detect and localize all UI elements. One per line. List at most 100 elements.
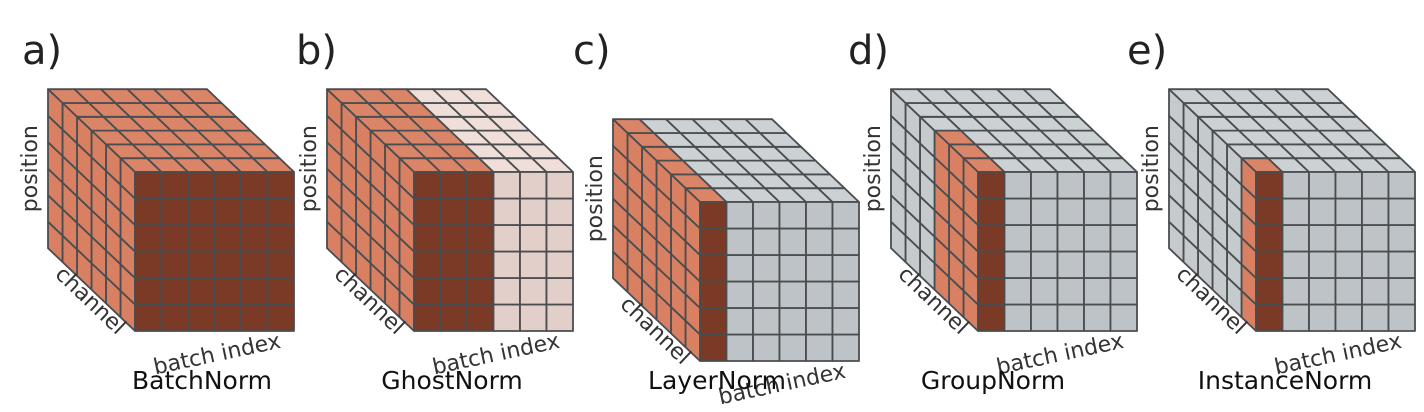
front-cell: [831, 201, 860, 230]
highlighted-front-cell: [413, 224, 442, 253]
highlighted-front-cell: [439, 303, 468, 332]
ghost-front-cell: [545, 197, 574, 226]
ghost-front-cell: [492, 171, 521, 200]
front-cell: [1334, 250, 1363, 279]
ghost-front-cell: [492, 303, 521, 332]
highlighted-front-cell: [240, 303, 269, 332]
front-cell: [1056, 303, 1085, 332]
ghost-top-cell: [458, 88, 502, 104]
highlighted-front-cell: [266, 224, 295, 253]
highlighted-front-cell: [1255, 303, 1284, 332]
front-cell: [1334, 277, 1363, 306]
ghost-front-cell: [545, 303, 574, 332]
front-cell: [1281, 277, 1310, 306]
highlighted-front-cell: [977, 197, 1006, 226]
panel-letter: b): [296, 28, 337, 74]
ghost-front-cell: [519, 277, 548, 306]
front-cell: [1334, 197, 1363, 226]
front-cell: [805, 227, 834, 256]
front-cell: [1281, 303, 1310, 332]
front-cell: [1281, 171, 1310, 200]
front-cell: [1056, 224, 1085, 253]
side-cell: [890, 88, 907, 131]
panel-letter: a): [22, 28, 62, 74]
highlighted-front-cell: [439, 250, 468, 279]
tensor-cube: [890, 88, 1138, 332]
front-cell: [752, 333, 781, 362]
ghost-front-cell: [545, 224, 574, 253]
front-cell: [1083, 171, 1112, 200]
front-cell: [1056, 277, 1085, 306]
highlighted-front-cell: [134, 277, 163, 306]
front-cell: [1387, 224, 1416, 253]
highlighted-front-cell: [160, 303, 189, 332]
highlighted-front-cell: [187, 171, 216, 200]
highlighted-front-cell: [134, 171, 163, 200]
front-cell: [805, 333, 834, 362]
front-cell: [725, 254, 754, 283]
front-cell: [1308, 250, 1337, 279]
method-label: InstanceNorm: [1198, 366, 1373, 395]
highlighted-front-cell: [240, 224, 269, 253]
side-cell: [1168, 88, 1185, 131]
front-cell: [831, 333, 860, 362]
highlighted-front-cell: [213, 224, 242, 253]
highlighted-front-cell: [187, 277, 216, 306]
highlighted-front-cell: [213, 303, 242, 332]
front-cell: [1003, 303, 1032, 332]
ghost-front-cell: [519, 250, 548, 279]
front-cell: [1387, 171, 1416, 200]
highlighted-front-cell: [160, 171, 189, 200]
highlighted-front-cell: [466, 303, 495, 332]
position-axis-label: position: [861, 125, 886, 212]
highlighted-front-cell: [699, 307, 728, 336]
front-cell: [1308, 197, 1337, 226]
highlighted-front-cell: [1255, 171, 1284, 200]
ghost-front-cell: [545, 171, 574, 200]
position-axis-label: position: [18, 125, 43, 212]
front-cell: [1109, 171, 1138, 200]
highlighted-front-cell: [134, 303, 163, 332]
front-cell: [1361, 303, 1390, 332]
front-cell: [1030, 250, 1059, 279]
highlighted-front-cell: [240, 171, 269, 200]
highlighted-front-cell: [213, 197, 242, 226]
front-cell: [1030, 277, 1059, 306]
front-cell: [1003, 277, 1032, 306]
front-cell: [778, 307, 807, 336]
highlighted-front-cell: [439, 197, 468, 226]
front-cell: [1083, 250, 1112, 279]
front-cell: [1387, 303, 1416, 332]
ghost-front-cell: [492, 250, 521, 279]
highlighted-front-cell: [240, 250, 269, 279]
highlighted-front-cell: [699, 254, 728, 283]
highlighted-front-cell: [266, 277, 295, 306]
front-cell: [752, 280, 781, 309]
front-cell: [1308, 303, 1337, 332]
highlighted-front-cell: [977, 250, 1006, 279]
front-cell: [752, 254, 781, 283]
front-cell: [1030, 303, 1059, 332]
tensor-cube: [326, 88, 574, 332]
panel-letter: e): [1127, 28, 1167, 74]
front-cell: [1056, 171, 1085, 200]
highlighted-front-cell: [466, 224, 495, 253]
highlighted-front-cell: [160, 224, 189, 253]
front-cell: [831, 280, 860, 309]
highlighted-front-cell: [187, 250, 216, 279]
highlighted-front-cell: [977, 171, 1006, 200]
front-cell: [1109, 224, 1138, 253]
highlighted-front-cell: [187, 224, 216, 253]
front-cell: [805, 254, 834, 283]
position-axis-label: position: [1139, 125, 1164, 212]
front-cell: [1387, 250, 1416, 279]
front-cell: [1109, 250, 1138, 279]
front-cell: [1387, 197, 1416, 226]
highlighted-front-cell: [413, 277, 442, 306]
front-cell: [1361, 250, 1390, 279]
